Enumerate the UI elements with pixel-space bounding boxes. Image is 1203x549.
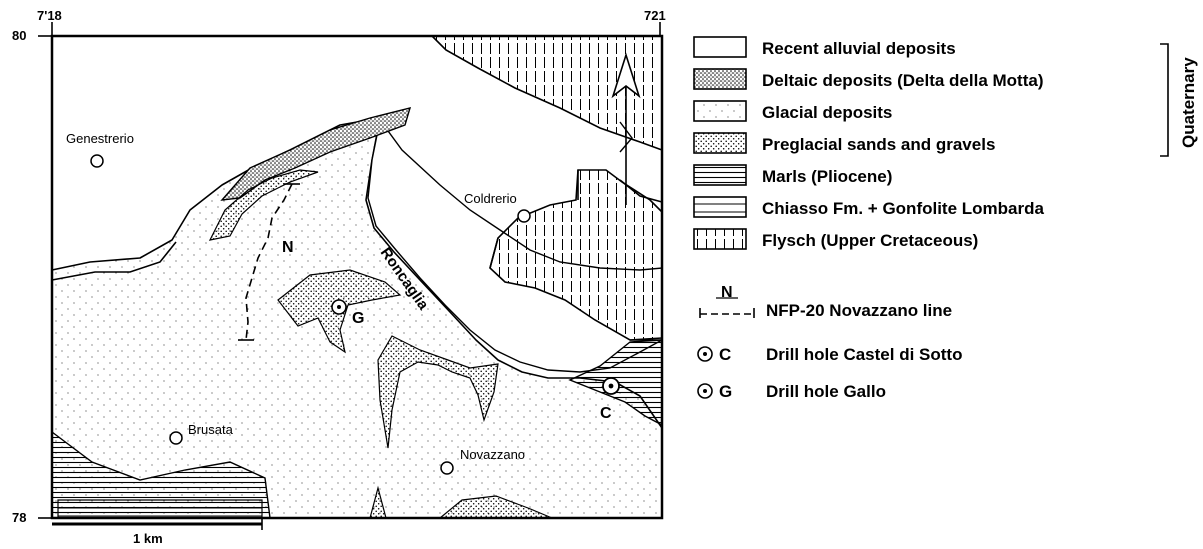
coldrerio-label: Coldrerio [464,191,517,206]
novazzano-label: Novazzano [460,447,525,462]
legend-text-marls: Marls (Pliocene) [762,167,892,186]
y-coord-top: 80 [12,28,26,43]
genestrerio-label: Genestrerio [66,131,134,146]
legend-text-glacial: Glacial deposits [762,103,892,122]
legend-text-preglacial: Preglacial sands and gravels [762,135,995,154]
legend-swatch-deltaic [693,68,747,90]
north-arrow-icon [611,52,641,205]
legend-swatch-glacial [693,100,747,122]
deltaic-deposits-area [220,107,412,201]
legend-swatch-flysch [693,228,747,250]
drill-hole-gallo-label: G [352,310,364,327]
legend-line-symbol-label: N [721,284,733,301]
legend-drill-gallo-icon [697,383,713,399]
preglacial-band-nw [208,169,319,241]
y-coord-bottom: 78 [12,510,26,525]
legend-text-deltaic: Deltaic deposits (Delta della Motta) [762,71,1044,90]
map-frame [50,34,664,520]
drill-hole-castel-label: C [600,405,612,422]
legend: Recent alluvial deposits Deltaic deposit… [693,36,1198,401]
legend-swatch-preglacial [693,132,747,154]
map-body: Genestrerio Coldrerio Brusata Novazzano … [12,8,666,546]
quaternary-label: Quaternary [1179,57,1198,148]
legend-novazzano-line-symbol [699,297,755,318]
brusata-marker [169,431,183,445]
legend-text-drill-castel: Drill hole Castel di Sotto [766,345,962,364]
x-coord-left: 7'18 [37,8,62,23]
legend-swatch-marls [693,164,747,186]
scale-bar-label: 1 km [133,531,163,546]
novazzano-marker [440,461,454,475]
legend-drill-castel-symbol: C [719,345,731,364]
x-coord-right: 721 [644,8,666,23]
legend-text-chiasso: Chiasso Fm. + Gonfolite Lombarda [762,199,1044,218]
novazzano-line-label: N [282,239,294,256]
chiasso-strip [57,499,263,519]
drill-hole-gallo-icon [331,299,347,315]
flysch-area [489,169,663,341]
scale-bar [52,518,263,530]
legend-drill-gallo-symbol: G [719,382,732,401]
legend-text-flysch: Flysch (Upper Cretaceous) [762,231,978,250]
quaternary-bracket [1160,43,1169,157]
brusata-label: Brusata [188,422,234,437]
legend-swatch-chiasso [693,196,747,218]
novazzano-line [245,183,293,341]
preglacial-patch-south [377,335,499,449]
coldrerio-marker [517,209,531,223]
legend-swatch-recent-alluvial [693,36,747,58]
legend-text-novazzano-line: NFP-20 Novazzano line [766,301,952,320]
drill-hole-castel-icon [602,377,620,395]
coordinate-ticks [38,22,661,519]
genestrerio-marker [90,154,104,168]
legend-text-recent-alluvial: Recent alluvial deposits [762,39,956,58]
legend-drill-castel-icon [697,346,713,362]
legend-text-drill-gallo: Drill hole Gallo [766,382,886,401]
